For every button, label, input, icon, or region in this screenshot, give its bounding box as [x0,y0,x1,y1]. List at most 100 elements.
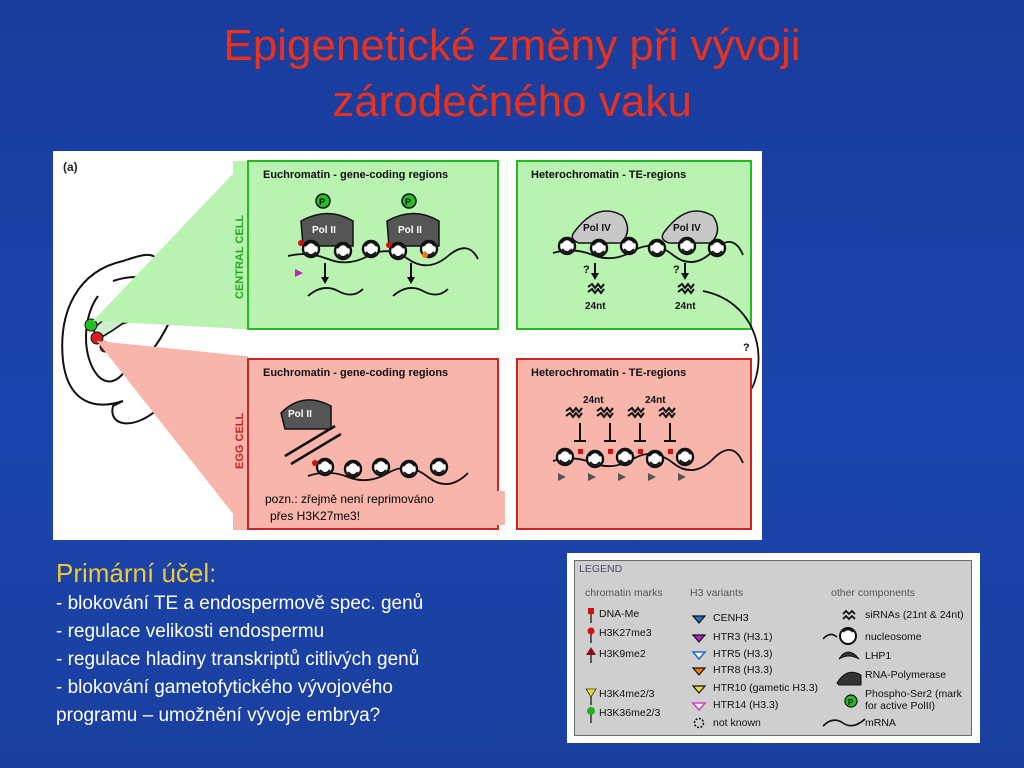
pol2-complex-1: P Pol II [300,193,354,247]
legend-htr8: HTR8 (H3.3) [713,664,773,676]
legend-col-chromatin: chromatin marks [585,587,663,599]
central-cell-band [233,161,248,329]
pol4-complex-2: Pol IV [661,210,719,244]
title-line-1: Epigenetické změny při vývoji [223,21,801,70]
central-heterochromatin-title: Heterochromatin - TE-regions [531,169,686,181]
legend-dna-me: DNA-Me [599,608,640,620]
pol2-label-1: Pol II [312,225,336,236]
legend-inner: LEGEND chromatin marks H3 variants other… [574,560,972,736]
note-line-1: pozn.: zřejmě není reprimováno [265,492,434,506]
repression-bars [574,423,676,442]
pol4-complex-1: Pol IV [571,210,629,244]
block-bar-2 [290,432,342,466]
cenh3-icon [691,615,707,624]
dna-me-icon [588,608,594,623]
mrna-2 [392,287,449,297]
legend-sirna: siRNAs (21nt & 24nt) [865,609,964,621]
htr5-icon [691,651,707,661]
h3k9me2-icon [586,647,596,663]
purpose-item-1: - blokování TE a endospermově spec. genů [56,593,424,614]
svg-text:P: P [848,698,854,707]
phospho-label-1: P [319,197,325,207]
legend-h3k4me2: H3K4me2/3 [599,688,655,700]
legend-rna-polymerase: RNA-Polymerase [865,669,947,681]
legend-icons: P [585,608,866,729]
purpose-item-2: - regulace velikosti endospermu [56,621,325,642]
purpose-item-5: programu – umožnění vývoje embrya? [56,705,381,726]
egg-heterochromatin-title: Heterochromatin - TE-regions [531,367,686,379]
htr10-icon [691,685,707,694]
central-euchromatin-title: Euchromatin - gene-coding regions [263,169,448,181]
egg-euchromatin-title: Euchromatin - gene-coding regions [263,367,448,379]
purpose-item-3: - regulace hladiny transkriptů citlivých… [56,649,420,670]
note-line-2: přes H3K27me3! [270,509,361,523]
not-known-icon [693,717,705,729]
legend-panel: LEGEND chromatin marks H3 variants other… [567,553,980,743]
question-mark-3: ? [743,342,750,354]
sirna-icon [842,609,856,621]
nt24-label-3: 24nt [583,395,604,406]
egg-cell-band [233,356,248,530]
purpose-block: Primární účel: - blokování TE a endosper… [56,556,561,730]
pol2-inactive: Pol II [280,399,332,430]
central-cell-nucleus [84,318,98,332]
legend-h3k36me2: H3K36me2/3 [599,707,661,719]
nt24-label-4: 24nt [645,395,666,406]
phospho-ser2-icon: P [844,694,858,708]
rna-polymerase-icon [836,671,862,686]
legend-title: LEGEND [579,563,623,575]
h3k4me2-icon [585,688,597,705]
central-cell-label: CENTRAL CELL [234,215,246,299]
pol2-complex-2: P Pol II [386,193,440,247]
legend-mrna: mRNA [865,717,896,729]
purpose-heading: Primární účel: [56,558,217,588]
legend-col-other: other components [831,587,916,599]
lhp1-icon [838,651,860,660]
legend-htr5: HTR5 (H3.3) [713,648,773,660]
nt24-label-2: 24nt [675,301,696,312]
legend-htr3: HTR3 (H3.1) [713,631,773,643]
egg-cell-nucleus [90,331,104,345]
legend-col-h3: H3 variants [690,587,744,599]
htr8-icon [691,667,707,676]
central-cell-wedge [93,161,245,329]
legend-phospho-ser2-sub: for active PolII) [865,700,936,712]
h3k27me3-icon [587,627,595,643]
legend-h3k27me3: H3K27me3 [599,627,652,639]
block-bar-1 [284,424,336,458]
figure-diagram: (a) CENTRAL CELL EGG CELL Euchromatin - … [61,160,760,530]
egg-eu-dna [307,467,469,485]
legend-cenh3: CENH3 [713,612,749,624]
pol2-label-2: Pol II [398,225,422,236]
htr14-icon [691,702,707,712]
legend-htr14: HTR14 (H3.3) [713,699,779,711]
legend-h3k9me2: H3K9me2 [599,648,646,660]
ovule-inner-1 [85,295,126,383]
purpose-item-4: - blokování gametofytického vývojového [56,677,393,698]
legend-htr10: HTR10 (gametic H3.3) [713,682,819,694]
pol4-label-2: Pol IV [673,223,701,234]
h3k36me2-icon [587,707,595,723]
pol2-label-3: Pol II [288,409,312,420]
central-eu-dna [287,247,479,267]
egg-cell-label: EGG CELL [234,412,246,469]
legend-lhp1: LHP1 [865,650,892,662]
mrna-1 [307,287,364,297]
note-box: pozn.: zřejmě není reprimováno přes H3K2… [261,491,505,525]
nucleosome-icon [822,627,857,645]
legend-not-known: not known [713,717,761,729]
panel-label: (a) [63,160,78,174]
slide-title: Epigenetické změny při vývoji zárodečnéh… [0,18,1024,130]
nt24-label-1: 24nt [585,301,606,312]
legend-phospho-ser2: Phospho-Ser2 (mark [865,688,962,700]
pol4-label-1: Pol IV [583,223,611,234]
mrna-icon [822,718,866,727]
egg-heterochromatin-panel [516,358,752,530]
epigenetics-figure: (a) CENTRAL CELL EGG CELL Euchromatin - … [53,151,762,540]
legend-nucleosome: nucleosome [865,631,922,643]
egg-cell-wedge [97,341,245,529]
title-line-2: zárodečného vaku [332,77,692,126]
htr3-icon [691,634,707,643]
question-mark-1: ? [583,264,590,276]
phospho-label-2: P [405,197,411,207]
